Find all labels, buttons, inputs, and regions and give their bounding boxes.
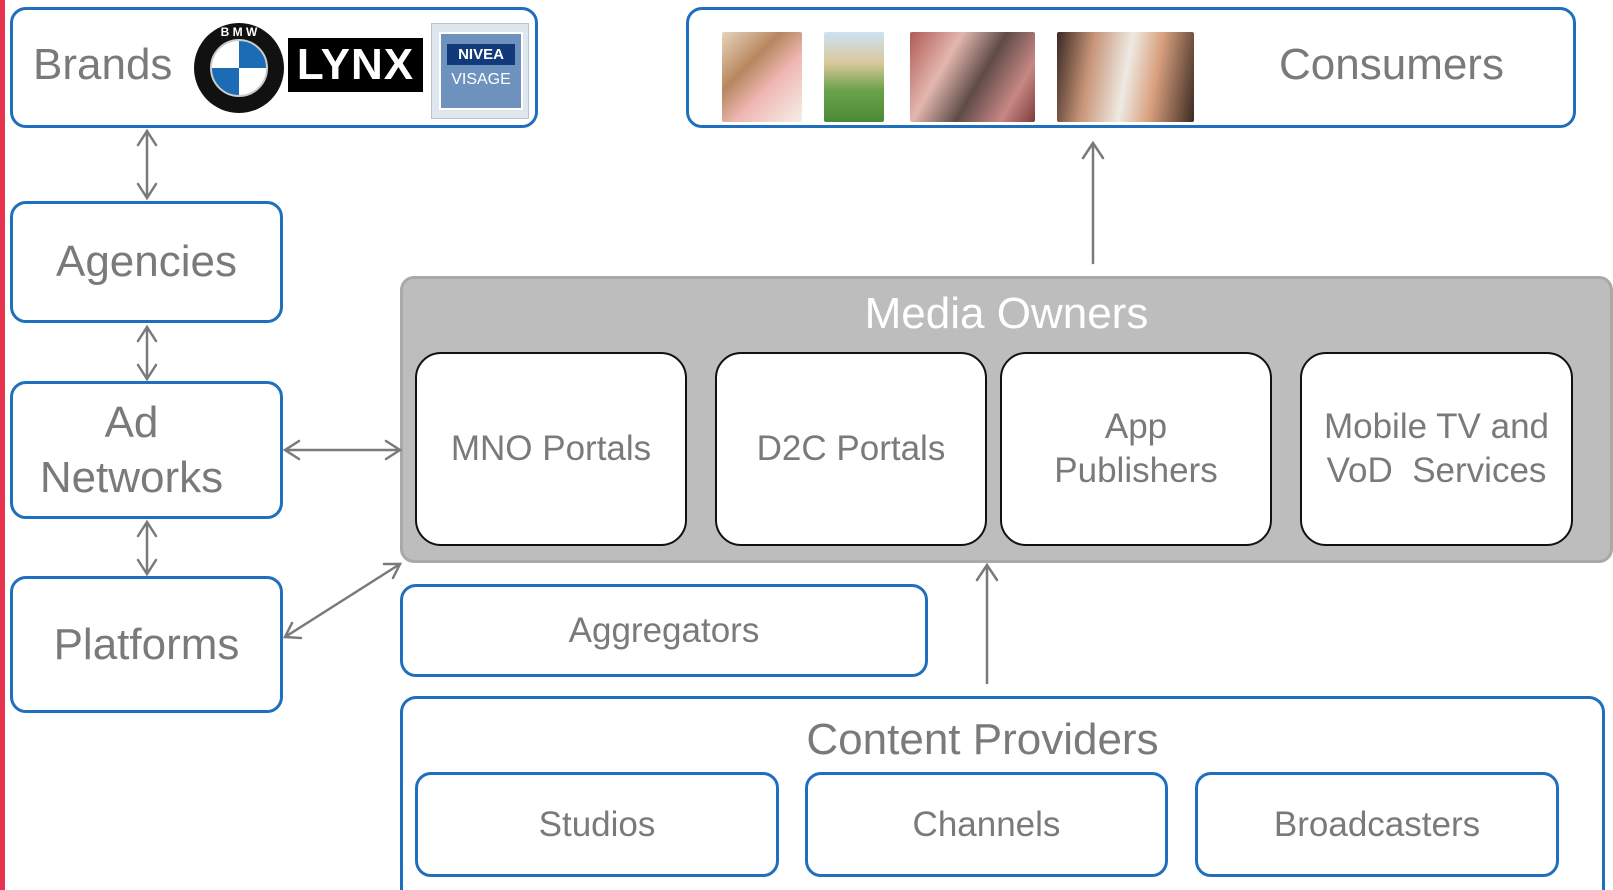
mno-portals-box: MNO Portals bbox=[415, 352, 687, 546]
agencies-box: Agencies bbox=[10, 201, 283, 323]
broadcasters-box: Broadcasters bbox=[1195, 772, 1559, 877]
brands-label: Brands bbox=[33, 40, 173, 89]
studios-label: Studios bbox=[538, 804, 656, 844]
mobile-tv-vod-box: Mobile TV and VoD Services bbox=[1300, 352, 1573, 546]
consumers-photo-3 bbox=[910, 32, 1035, 122]
app-publishers-box: App Publishers bbox=[1000, 352, 1272, 546]
platforms-box: Platforms bbox=[10, 576, 283, 713]
bmw-logo-text: B M W bbox=[221, 25, 258, 39]
nivea-logo: NIVEA VISAGE bbox=[431, 23, 529, 119]
slide-edge-accent bbox=[0, 0, 5, 890]
broadcasters-label: Broadcasters bbox=[1273, 804, 1481, 844]
studios-box: Studios bbox=[415, 772, 779, 877]
consumers-photo-4 bbox=[1057, 32, 1194, 122]
aggregators-label: Aggregators bbox=[568, 610, 760, 650]
nivea-logo-top: NIVEA bbox=[447, 44, 515, 65]
d2c-portals-label: D2C Portals bbox=[756, 429, 946, 469]
lynx-logo-text: LYNX bbox=[296, 40, 415, 89]
nivea-logo-bottom: VISAGE bbox=[451, 71, 511, 88]
arrow-platforms-media bbox=[283, 562, 402, 639]
aggregators-box: Aggregators bbox=[400, 584, 928, 677]
brands-box: Brands B M W LYNX NIVEA VISAGE bbox=[10, 7, 538, 128]
channels-label: Channels bbox=[912, 804, 1061, 844]
bmw-logo: B M W bbox=[193, 22, 285, 114]
ad-networks-label: Ad Networks bbox=[39, 398, 224, 502]
media-owners-title: Media Owners bbox=[864, 289, 1149, 338]
app-publishers-label: App Publishers bbox=[1054, 407, 1218, 490]
lynx-logo: LYNX bbox=[288, 38, 423, 92]
mno-portals-label: MNO Portals bbox=[450, 429, 652, 469]
mobile-tv-vod-label: Mobile TV and VoD Services bbox=[1323, 407, 1559, 490]
platforms-label: Platforms bbox=[53, 619, 240, 669]
consumers-photo-2 bbox=[824, 32, 884, 122]
consumers-photo-1 bbox=[722, 32, 802, 122]
consumers-box: Consumers bbox=[686, 7, 1576, 128]
content-providers-title: Content Providers bbox=[806, 715, 1159, 764]
agencies-label: Agencies bbox=[55, 237, 237, 286]
consumers-label: Consumers bbox=[1279, 40, 1504, 89]
d2c-portals-box: D2C Portals bbox=[715, 352, 987, 546]
ad-networks-box: Ad Networks bbox=[10, 381, 283, 519]
channels-box: Channels bbox=[805, 772, 1168, 877]
